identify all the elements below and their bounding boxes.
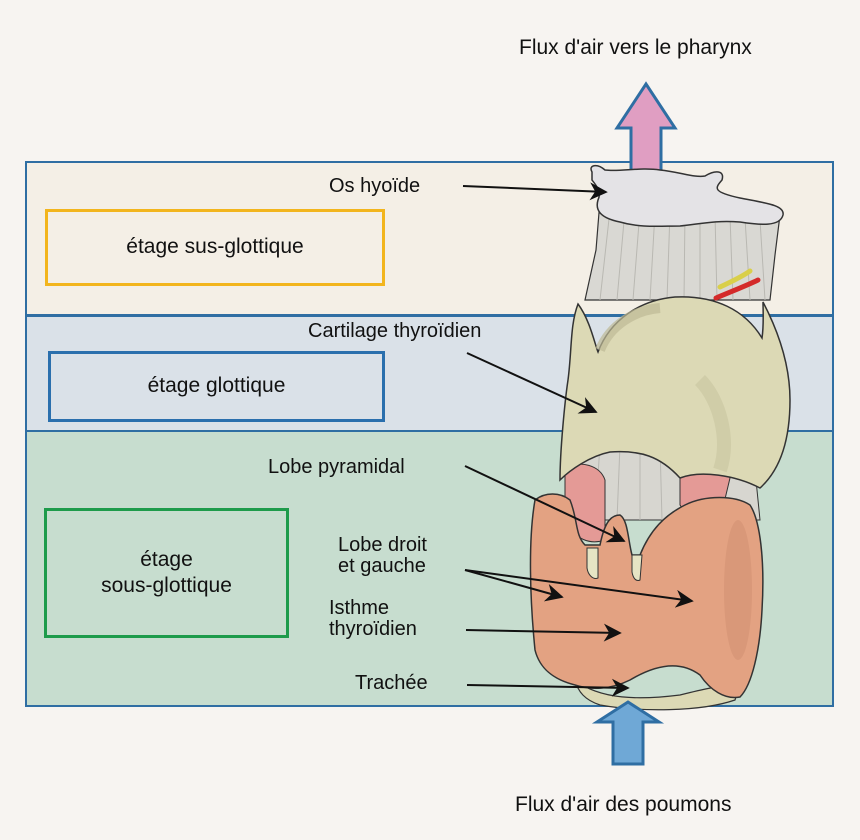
label-isthme-line1: Isthme [329, 597, 390, 619]
label-isthme-thyroidien: Isthme thyroïdien [329, 598, 417, 640]
pointer-lobe-gauche [464, 569, 564, 602]
label-trachee: Trachée [355, 672, 428, 694]
label-isthme-line2: thyroïdien [329, 618, 417, 640]
airflow-up-arrow-bottom [591, 700, 665, 766]
trachea-ring [573, 678, 741, 711]
label-lobe-droit-line2: et gauche [338, 555, 426, 577]
thyroid-cartilage [559, 296, 791, 489]
stage-box-supraglottic: étage sus-glottique [45, 209, 385, 286]
pointer-trachee [466, 678, 630, 697]
stage-label-glottic: étage glottique [147, 374, 286, 398]
label-cartilage-thyroidien: Cartilage thyroïdien [308, 320, 482, 342]
label-os-hyoide: Os hyoïde [329, 175, 421, 197]
airflow-label-top: Flux d'air vers le pharynx [519, 36, 752, 59]
label-lobe-droit-gauche: Lobe droit et gauche [338, 535, 427, 577]
pointer-lobe-droit [464, 569, 694, 608]
airflow-label-bottom: Flux d'air des poumons [515, 793, 732, 816]
stage-box-subglottic: étage sous-glottique [44, 508, 289, 638]
stage-label-subglottic-line2: sous-glottique [101, 574, 232, 597]
pointer-isthme-thyroidien [465, 623, 622, 642]
pointer-os-hyoide [462, 182, 608, 201]
pointer-cartilage-thyroidien [466, 352, 598, 414]
stage-label-supraglottic: étage sus-glottique [126, 235, 304, 259]
stage-box-glottic: étage glottique [48, 351, 385, 422]
pointer-lobe-pyramidal [464, 465, 626, 543]
stage-label-subglottic-line1: étage [140, 547, 193, 571]
hyoid-bone [590, 164, 784, 228]
label-lobe-pyramidal: Lobe pyramidal [268, 456, 405, 478]
label-lobe-droit-line1: Lobe droit [338, 534, 427, 556]
